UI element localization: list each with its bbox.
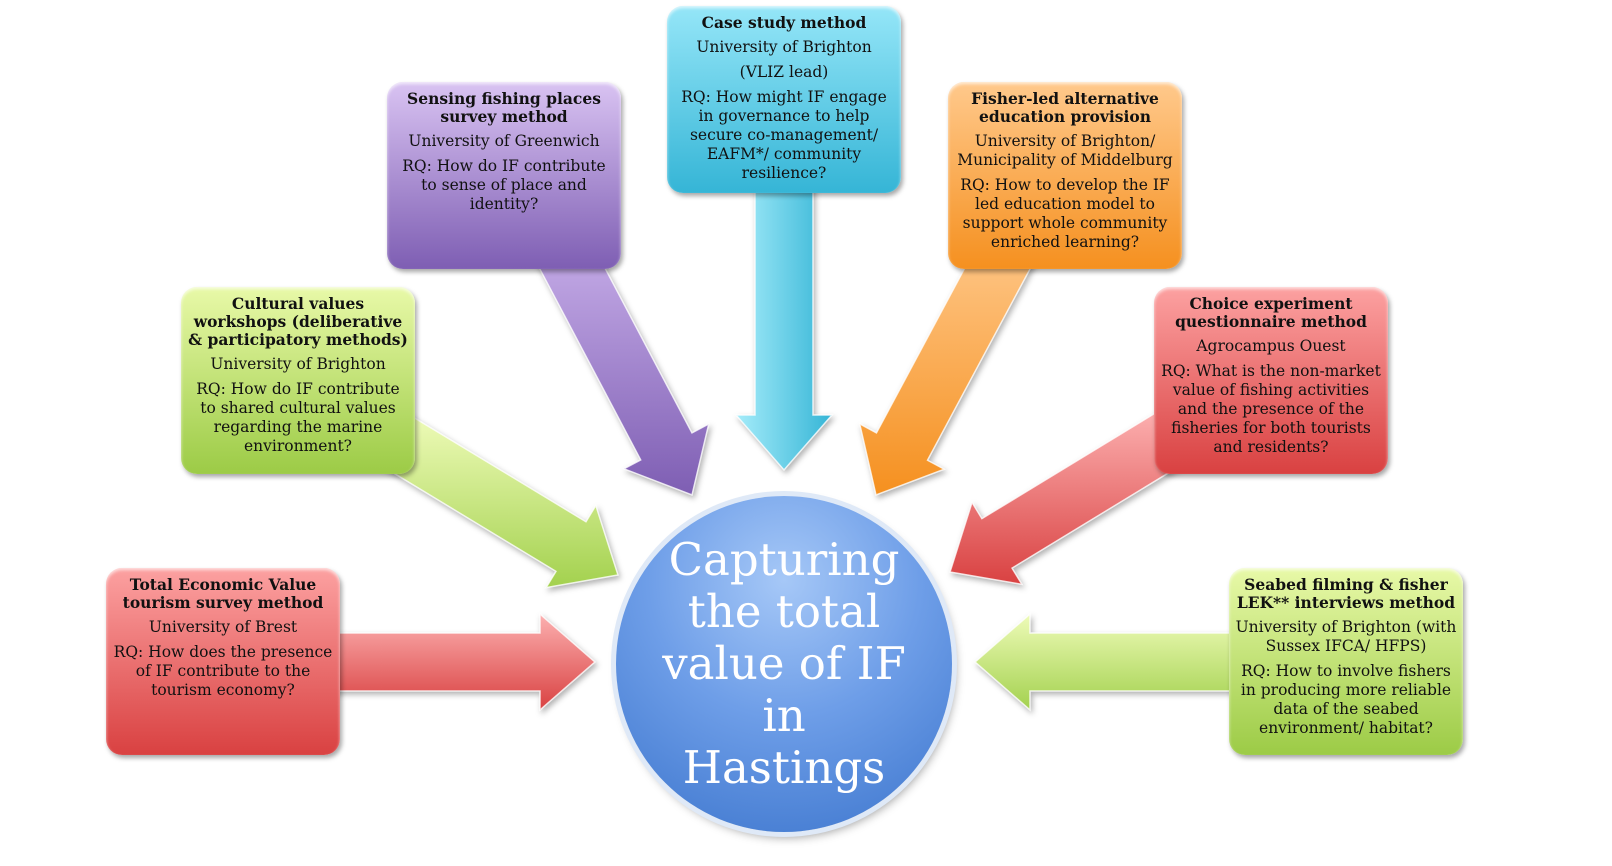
arrow-6 [949,409,1192,586]
box-rq: RQ: What is the non-market value of fish… [1161,362,1381,456]
box-title: Total Economic Value tourism survey meth… [122,575,324,612]
box-title: Fisher-led alternative education provisi… [971,89,1159,126]
box-total-economic-value: Total Economic Value tourism survey meth… [106,568,340,755]
box-cultural-values: Cultural values workshops (deliberative … [181,287,415,474]
box-org: University of Brighton [696,38,872,56]
box-title: Seabed filming & fisher LEK** interviews… [1236,575,1456,612]
box-org: University of Brest [148,618,298,636]
box-org: Agrocampus Ouest [1196,337,1346,355]
box-org-2: (VLIZ lead) [739,63,829,81]
center-circle: Capturing the total value of IF in Hasti… [616,496,952,832]
box-title: Choice experiment questionnaire method [1175,294,1367,331]
box-title: Case study method [701,13,867,32]
arrow-7 [973,612,1241,712]
box-rq: RQ: How to involve fishers in producing … [1240,662,1452,737]
center-text: Capturing the total value of IF in Hasti… [662,533,906,794]
box-rq: RQ: How does the presence of IF contribu… [113,643,333,699]
box-fisher-led-education: Fisher-led alternative education provisi… [948,82,1182,269]
arrow-1 [329,612,597,712]
box-org: University of Brighton/ Municipality of … [957,132,1173,169]
box-case-study: Case study method University of Brighton… [667,6,901,193]
box-choice-experiment: Choice experiment questionnaire method A… [1154,287,1388,474]
box-org: University of Brighton [210,355,386,373]
box-rq: RQ: How to develop the IF led education … [960,176,1170,251]
box-rq: RQ: How do IF contribute to sense of pla… [402,157,606,213]
arrow-3 [533,230,710,497]
box-org: University of Brighton (with Sussex IFCA… [1235,618,1457,655]
box-rq: RQ: How do IF contribute to shared cultu… [196,380,400,455]
box-sensing-fishing-places: Sensing fishing places survey method Uni… [387,82,621,269]
arrow-4 [734,184,834,472]
box-seabed-filming: Seabed filming & fisher LEK** interviews… [1229,568,1463,755]
box-rq: RQ: How might IF engage in governance to… [681,88,887,182]
box-org: University of Greenwich [408,132,600,150]
arrow-5 [858,230,1037,497]
box-title: Cultural values workshops (deliberative … [188,294,408,349]
box-title: Sensing fishing places survey method [407,89,601,126]
arrow-2 [378,414,619,589]
